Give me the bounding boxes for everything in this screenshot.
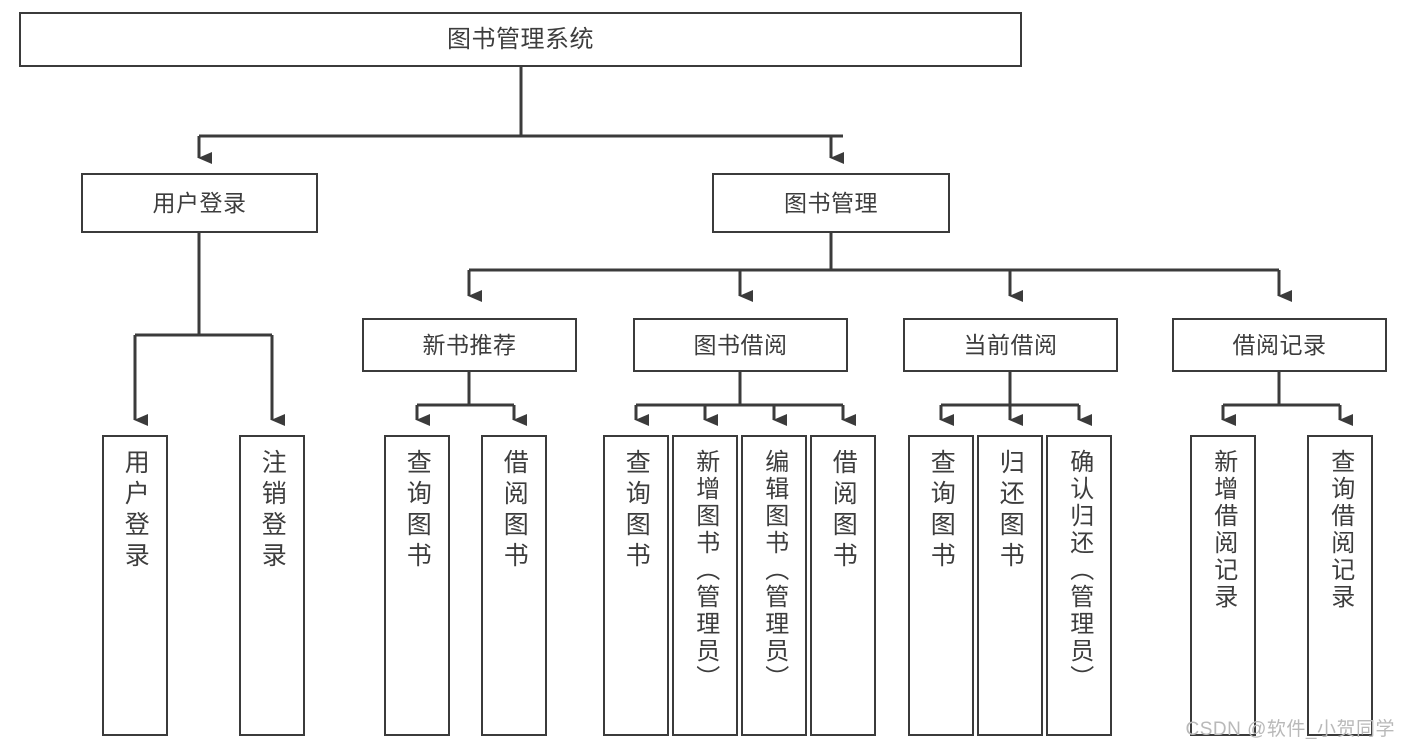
node-label: 编辑图书（管理员） (760, 449, 788, 692)
csdn-watermark: CSDN @软件_小贺同学 (1185, 719, 1395, 740)
node-label: 归还图书 (996, 449, 1025, 573)
node-label: 查询图书 (403, 449, 432, 573)
leaf-return-book[interactable]: 归还图书 (977, 435, 1043, 736)
node-label: 借阅记录 (1232, 331, 1327, 358)
leaf-edit-book-admin[interactable]: 编辑图书（管理员） (741, 435, 807, 736)
node-label: 新增借阅记录 (1209, 449, 1237, 611)
node-new-book-recommend[interactable]: 新书推荐 (362, 318, 577, 372)
node-label: 查询图书 (622, 449, 651, 573)
node-current-borrow[interactable]: 当前借阅 (903, 318, 1118, 372)
node-label: 用户登录 (121, 449, 150, 573)
node-label: 查询图书 (927, 449, 956, 573)
node-label: 借阅图书 (829, 449, 858, 573)
leaf-query-book-current[interactable]: 查询图书 (908, 435, 974, 736)
node-label: 当前借阅 (963, 331, 1058, 358)
node-label: 注销登录 (258, 449, 287, 573)
node-label: 新增图书（管理员） (691, 449, 719, 692)
node-label: 借阅图书 (500, 449, 529, 573)
node-label: 图书借阅 (693, 331, 788, 358)
leaf-query-borrow-record[interactable]: 查询借阅记录 (1307, 435, 1373, 736)
node-user-login[interactable]: 用户登录 (81, 173, 318, 233)
node-label: 确认归还（管理员） (1065, 449, 1093, 692)
leaf-add-borrow-record[interactable]: 新增借阅记录 (1190, 435, 1256, 736)
leaf-logout-login[interactable]: 注销登录 (239, 435, 305, 736)
leaf-user-login[interactable]: 用户登录 (102, 435, 168, 736)
node-book-management[interactable]: 图书管理 (712, 173, 950, 233)
node-label: 新书推荐 (422, 331, 517, 358)
node-label: 用户登录 (152, 189, 247, 216)
node-label: 查询借阅记录 (1326, 449, 1354, 611)
leaf-query-book-recommend[interactable]: 查询图书 (384, 435, 450, 736)
leaf-borrow-book[interactable]: 借阅图书 (810, 435, 876, 736)
node-label: 图书管理系统 (447, 25, 594, 53)
node-label: 图书管理 (784, 189, 878, 216)
leaf-borrow-book-recommend[interactable]: 借阅图书 (481, 435, 547, 736)
node-root-book-management-system[interactable]: 图书管理系统 (19, 12, 1022, 67)
leaf-confirm-return-admin[interactable]: 确认归还（管理员） (1046, 435, 1112, 736)
node-borrow-record[interactable]: 借阅记录 (1172, 318, 1387, 372)
leaf-query-book-borrow[interactable]: 查询图书 (603, 435, 669, 736)
leaf-add-book-admin[interactable]: 新增图书（管理员） (672, 435, 738, 736)
node-book-borrow[interactable]: 图书借阅 (633, 318, 848, 372)
